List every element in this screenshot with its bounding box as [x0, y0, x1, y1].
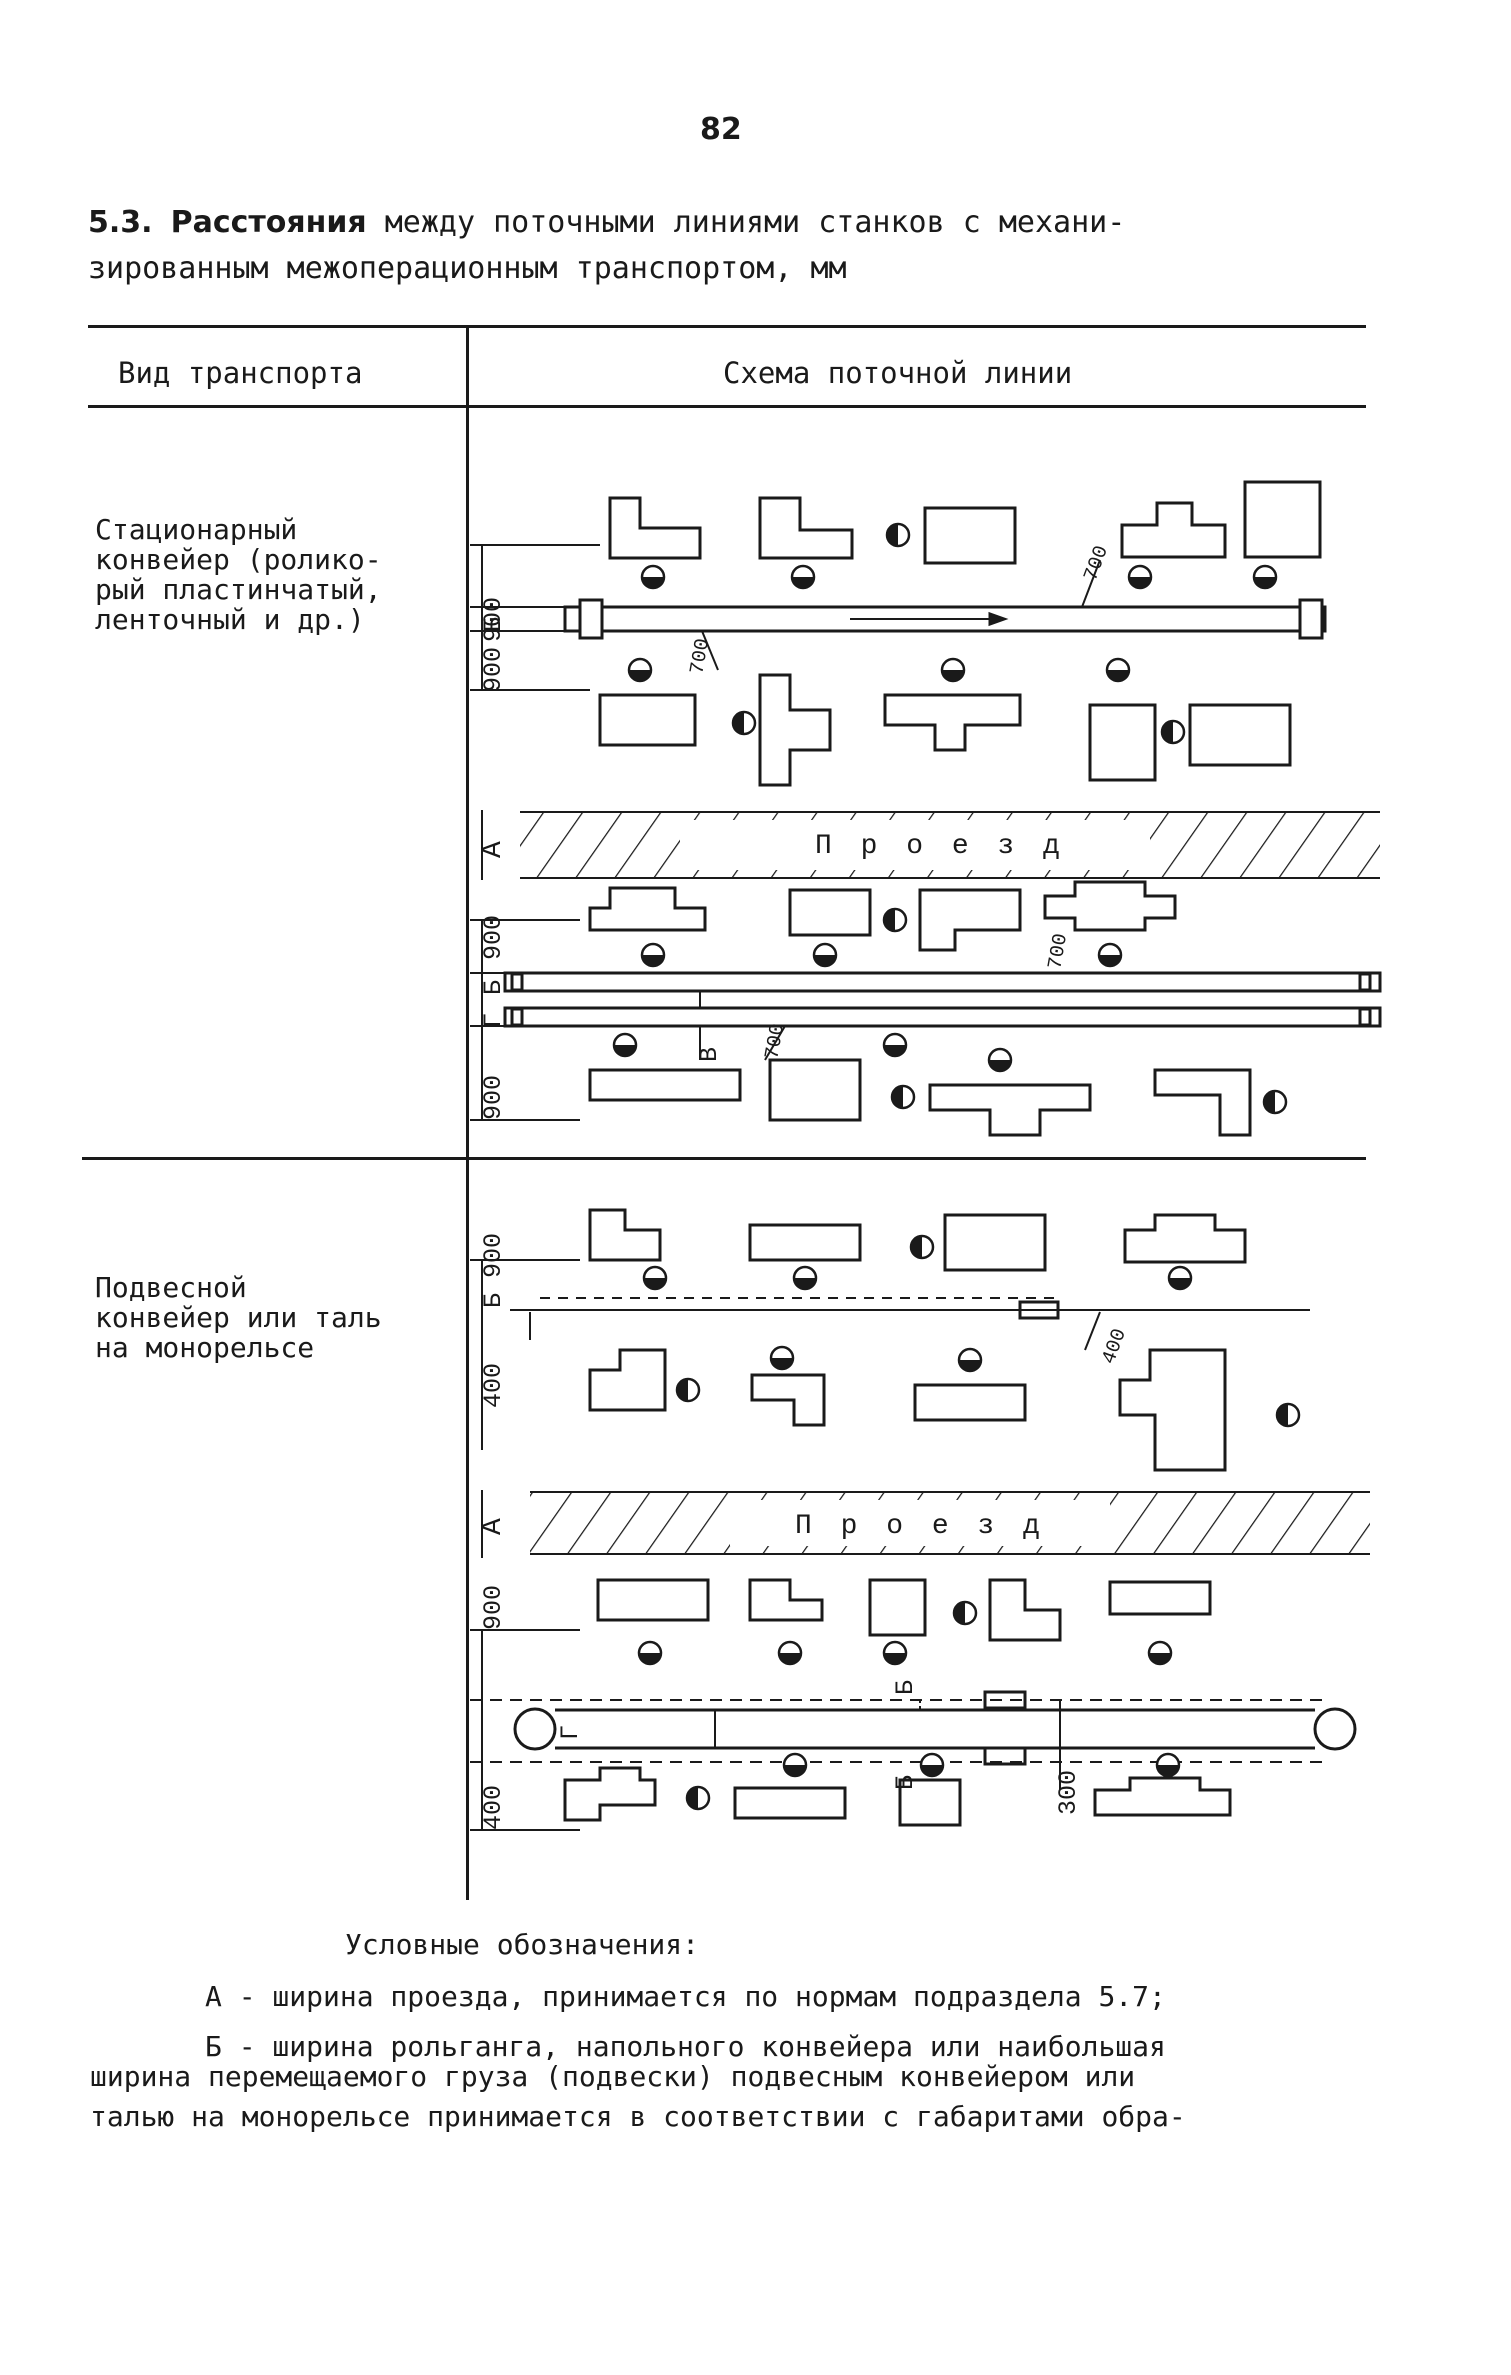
- dim-B-2: Б: [479, 980, 508, 995]
- machine-row-3: [588, 880, 1177, 952]
- machine-row-8: [563, 1766, 1232, 1827]
- title-line1-rest: между поточными линиями станков с механи…: [384, 205, 1126, 240]
- legend-line-a: А - ширина проезда, принимается по норма…: [205, 1980, 1166, 2013]
- passage-hatched: [481, 810, 1380, 880]
- table-header-rule: [88, 405, 1366, 408]
- legend-line-b2: ширина перемещаемого груза (подвески) по…: [90, 2060, 1136, 2093]
- transport-type-overhead: Подвесной конвейер или таль на монорельс…: [95, 1271, 382, 1364]
- legend-heading: Условные обозначения:: [345, 1928, 700, 1961]
- dim-400-b: 400: [1098, 1326, 1132, 1368]
- operator-icons-row-5: [642, 1234, 1193, 1291]
- dim-B-3: Б: [891, 1680, 920, 1695]
- col-header-transport: Вид транспорта: [118, 356, 363, 390]
- dim-V: В: [695, 1047, 724, 1062]
- title-bold-word: Расстояния: [170, 205, 367, 240]
- dim-G-1: Г: [479, 1013, 508, 1028]
- dim-900-c: 900: [479, 915, 508, 960]
- passage-hatched-2: [481, 1490, 1370, 1558]
- dim-300: 300: [1054, 1770, 1083, 1815]
- machine-row-4: [588, 1058, 1252, 1137]
- dim-900-top: 900: [479, 597, 508, 642]
- dim-A-1: А: [478, 841, 509, 858]
- dim-700-d: 700: [1044, 932, 1073, 971]
- table-column-rule: [466, 325, 469, 1900]
- transport-type-stationary: Стационарный конвейер (ролико- рый пласт…: [95, 513, 382, 636]
- dim-400-a: 400: [479, 1363, 508, 1408]
- scheme-stationary-conveyor: 900 Б 900 700 700 А П р о е з д 900 Б Г …: [470, 480, 1382, 1137]
- scheme-overhead-conveyor: Б 900 400 400 А П р о е з д 900 Б Г Б 30…: [470, 1208, 1370, 1831]
- dim-700-a: 700: [1080, 543, 1114, 585]
- table-title-line1: 5.3. Расстояния между поточными линиями …: [88, 200, 1388, 246]
- table-top-rule: [88, 325, 1366, 328]
- dim-A-2: А: [478, 1518, 509, 1535]
- dim-400-c: 400: [479, 1785, 508, 1830]
- legend-line-b3: талью на монорельсе принимается в соотве…: [90, 2100, 1186, 2133]
- table-title-line2: зированным межоперационным транспортом, …: [88, 251, 847, 286]
- roller-conveyor: [470, 544, 1327, 691]
- machine-row-2: [598, 673, 1292, 787]
- dim-900-bottom: 900: [479, 1075, 508, 1120]
- dim-B-1: Б: [479, 617, 508, 632]
- dim-G-2: Г: [556, 1725, 585, 1740]
- dim-900-mid: 900: [479, 647, 508, 692]
- dim-B-900: Б 900: [479, 1233, 508, 1308]
- page-number: 82: [700, 112, 742, 147]
- table-row-rule: [82, 1157, 1366, 1160]
- closed-loop-conveyor: [470, 1629, 1357, 1831]
- machine-row-6: [588, 1348, 1227, 1472]
- col-header-scheme: Схема поточной линии: [723, 356, 1073, 390]
- dim-B-4: Б: [891, 1775, 920, 1790]
- legend-line-b1: Б - ширина рольганга, напольного конвейе…: [205, 2030, 1166, 2063]
- double-conveyor: [470, 919, 1382, 1121]
- machine-row-7: [596, 1578, 1212, 1642]
- monorail-line: [470, 1259, 1310, 1450]
- operator-icons-row-2: [627, 657, 1186, 745]
- machine-row-1: [608, 480, 1322, 565]
- dim-700-b: 700: [686, 637, 715, 676]
- title-number: 5.3.: [88, 205, 153, 240]
- passage-label-1: П р о е з д: [815, 831, 1066, 862]
- machine-row-5: [588, 1208, 1247, 1272]
- dim-900-2: 900: [479, 1585, 508, 1630]
- operator-icons-row-7: [637, 1600, 1173, 1666]
- passage-label-2: П р о е з д: [795, 1511, 1046, 1542]
- dim-700-c: 700: [761, 1022, 790, 1061]
